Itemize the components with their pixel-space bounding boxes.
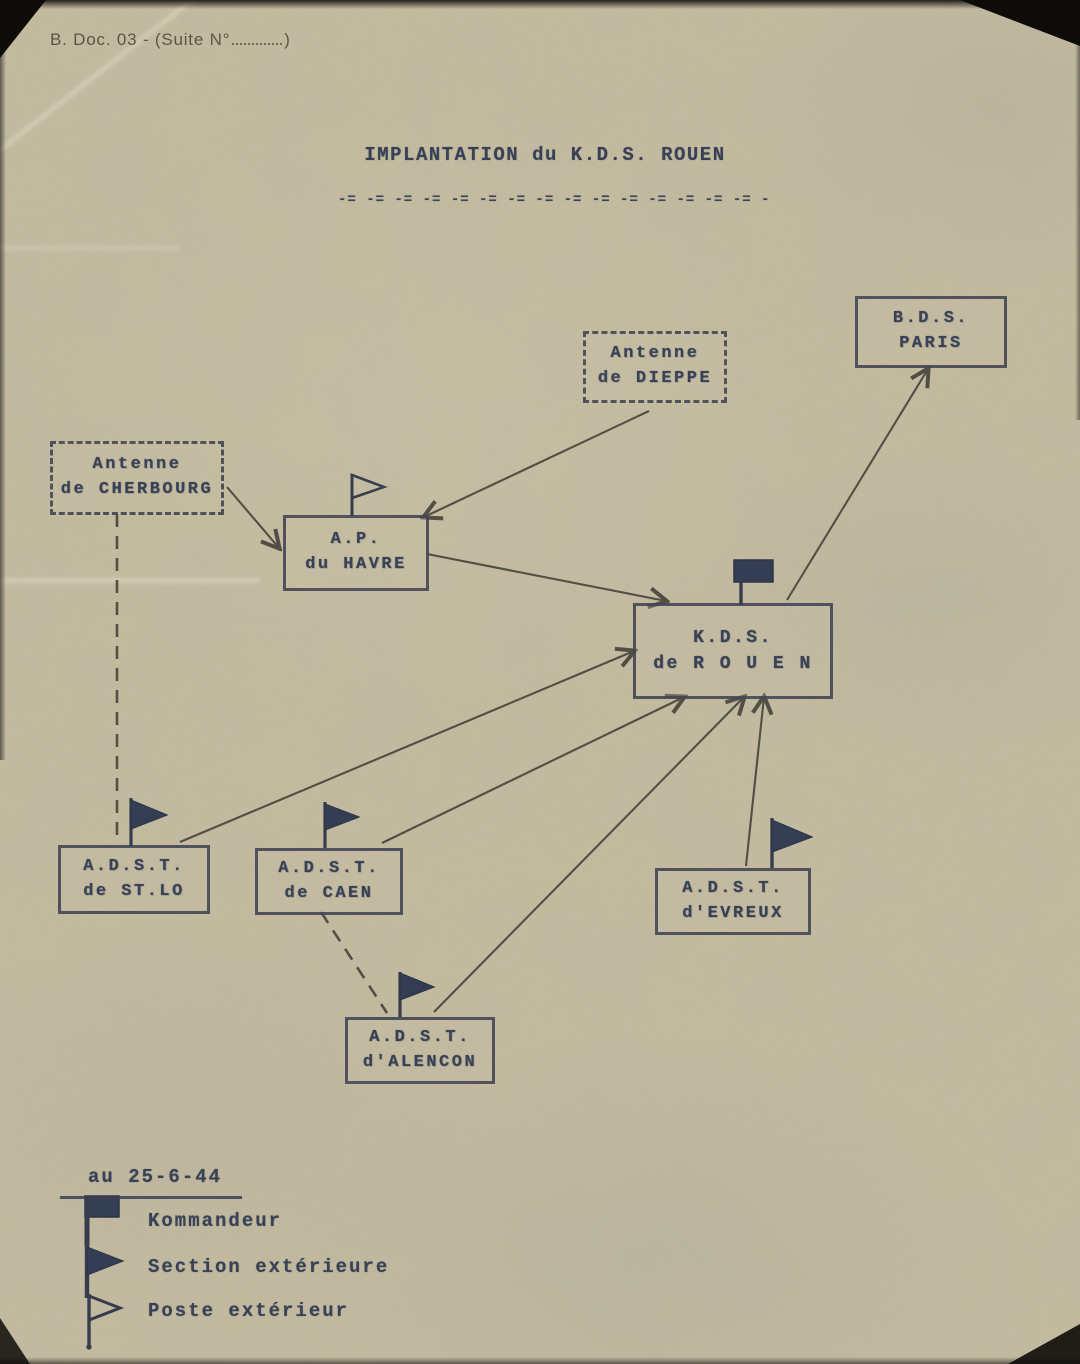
- node-adst-alencon: A.D.S.T. d'ALENCON: [345, 1017, 495, 1084]
- connector-havre-rouen: [426, 552, 666, 601]
- node-antenne-cherbourg: Antenne de CHERBOURG: [50, 441, 224, 515]
- paper-crease: [0, 246, 180, 250]
- node-adst-stlo-line2: de ST.LO: [83, 881, 185, 901]
- node-adst-stlo: A.D.S.T. de ST.LO: [58, 845, 210, 914]
- scan-corner-top-left: [0, 0, 46, 58]
- connector-cherbourg-havre: [226, 486, 279, 548]
- kommandeur-flag-icon: [84, 1195, 120, 1246]
- legend-label-poste-exterieur: Poste extérieur: [148, 1300, 350, 1322]
- node-adst-alencon-line2: d'ALENCON: [362, 1052, 478, 1072]
- poste-exterieur-flag-icon: [86, 1293, 125, 1350]
- section-exterieure-flag-icon: [84, 1246, 125, 1298]
- connector-stlo-rouen: [179, 651, 634, 843]
- node-kds-rouen-line2: de R O U E N: [653, 654, 813, 674]
- node-adst-evreux: A.D.S.T. d'EVREUX: [655, 868, 811, 935]
- connector-rouen-paris: [786, 369, 928, 601]
- node-kds-rouen: K.D.S. de R O U E N: [633, 603, 833, 699]
- scan-corner-bottom-left: [0, 1318, 30, 1364]
- scan-edge-left: [0, 0, 6, 760]
- connector-alencon-rouen: [433, 697, 744, 1013]
- scan-edge-top: [0, 0, 1080, 9]
- node-adst-alencon-line1: A.D.S.T.: [369, 1027, 471, 1047]
- connector-evreux-rouen: [744, 697, 764, 867]
- node-bds-paris-line1: B.D.S.: [892, 309, 970, 329]
- form-header-close: ): [284, 30, 291, 49]
- node-bds-paris: B.D.S. PARIS: [855, 296, 1007, 368]
- dotted-leader: [232, 30, 283, 45]
- scan-edge-right: [1075, 0, 1080, 420]
- title-underline: -= -= -= -= -= -= -= -= -= -= -= -= -= -…: [338, 192, 770, 208]
- poste-exterieur-flag-icon: [350, 473, 388, 516]
- node-ap-havre-line2: du HAVRE: [305, 555, 407, 574]
- paper-crease: [0, 578, 260, 583]
- node-antenne-cherbourg-line1: Antenne: [92, 455, 182, 475]
- paper-crease: [0, 0, 228, 173]
- node-ap-havre-line1: A.P.: [330, 530, 382, 550]
- node-adst-caen: A.D.S.T. de CAEN: [255, 848, 403, 915]
- legend-date-underline: [60, 1196, 242, 1199]
- node-adst-evreux-line1: A.D.S.T.: [682, 878, 784, 898]
- node-antenne-cherbourg-line2: de CHERBOURG: [60, 480, 214, 499]
- node-adst-evreux-line2: d'EVREUX: [682, 903, 784, 923]
- section-exterieure-flag-icon: [770, 818, 814, 868]
- form-header-text: B. Doc. 03 - (Suite N°: [50, 30, 231, 49]
- legend-label-section-exterieure: Section extérieure: [148, 1256, 390, 1278]
- node-antenne-dieppe-line1: Antenne: [610, 344, 700, 364]
- node-adst-caen-line1: A.D.S.T.: [278, 858, 380, 878]
- scan-corner-top-right: [960, 0, 1080, 46]
- node-adst-caen-line2: de CAEN: [284, 883, 374, 903]
- connector-dieppe-havre: [424, 410, 650, 517]
- section-exterieure-flag-icon: [323, 802, 361, 848]
- node-bds-paris-line2: PARIS: [899, 334, 963, 353]
- connector-caen-alencon-dashed: [319, 911, 389, 1014]
- node-antenne-dieppe-line2: de DIEPPE: [597, 369, 713, 388]
- legend-date: au 25-6-44: [88, 1166, 223, 1188]
- legend-label-kommandeur: Kommandeur: [148, 1210, 283, 1232]
- section-exterieure-flag-icon: [129, 798, 169, 846]
- node-kds-rouen-line1: K.D.S.: [693, 627, 773, 648]
- node-ap-havre: A.P. du HAVRE: [283, 515, 429, 591]
- scan-corner-bottom-right: [1008, 1324, 1080, 1364]
- page-title: IMPLANTATION du K.D.S. ROUEN: [364, 144, 726, 166]
- kommandeur-flag-icon: [733, 559, 774, 605]
- connector-caen-rouen: [381, 697, 684, 844]
- node-antenne-dieppe: Antenne de DIEPPE: [583, 331, 727, 403]
- node-adst-stlo-line1: A.D.S.T.: [83, 856, 185, 876]
- scan-edge-bottom: [0, 1357, 1080, 1364]
- section-exterieure-flag-icon: [398, 972, 436, 1017]
- form-header: B. Doc. 03 - (Suite N°): [50, 30, 291, 50]
